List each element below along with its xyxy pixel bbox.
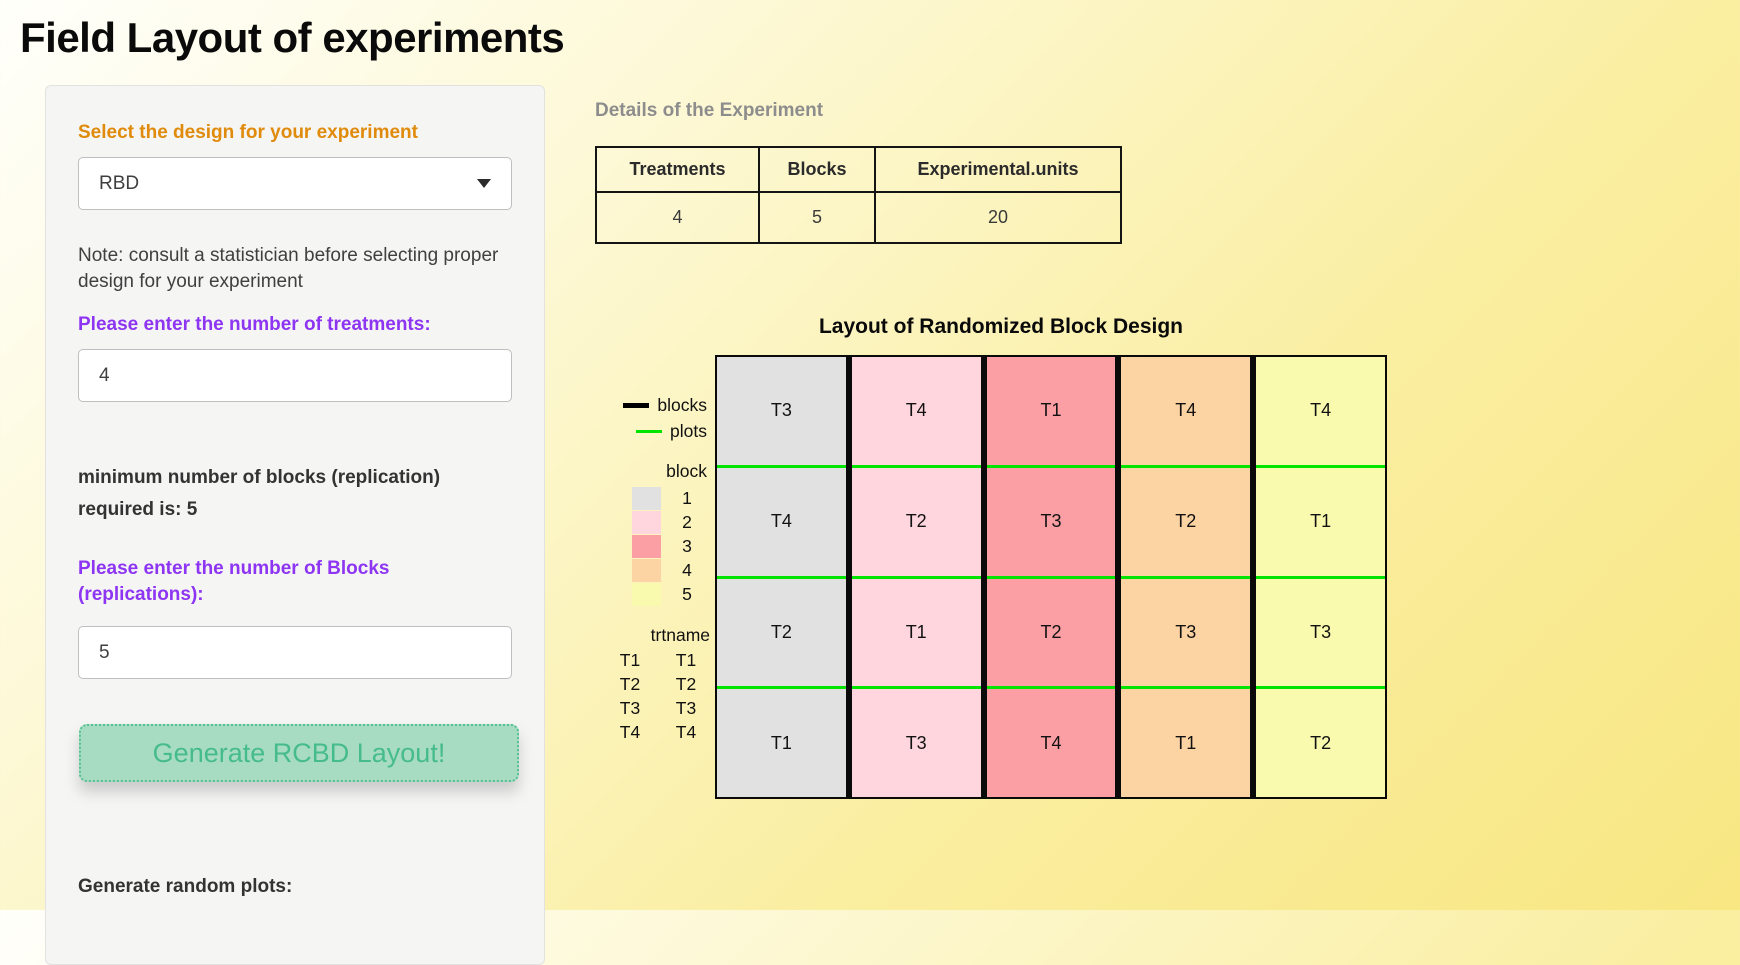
plot-cell: T2 — [1256, 686, 1385, 797]
generate-layout-button[interactable]: Generate RCBD Layout! — [79, 724, 519, 782]
block-color-swatch-icon — [632, 534, 661, 558]
legend-block-id: 5 — [682, 583, 692, 604]
legend-trt-item: T3 T3 — [613, 698, 703, 722]
chevron-down-icon — [477, 179, 491, 188]
legend-blocks-item: blocks — [596, 392, 707, 418]
plot-title: Layout of Randomized Block Design — [818, 315, 1184, 338]
plot-cell: T3 — [851, 686, 981, 797]
legend-lines: blocks plots — [596, 392, 707, 444]
blocks-line-icon — [623, 402, 650, 408]
legend-plots-item: plots — [596, 418, 707, 444]
plot-cell: T2 — [986, 575, 1116, 687]
design-note: Note: consult a statistician before sele… — [78, 245, 499, 292]
random-plots-label: Generate random plots: — [78, 876, 293, 897]
legend-plots-label: plots — [670, 420, 707, 441]
block-color-swatch-icon — [632, 558, 661, 582]
plot-cell: T3 — [1256, 575, 1385, 687]
legend-trt-label: T2 — [619, 674, 641, 694]
legend-block-list: 1 2 3 4 5 — [596, 486, 707, 606]
details-table-header: Treatments — [595, 146, 760, 193]
legend-block-id: 2 — [682, 511, 692, 532]
legend-block-id: 4 — [682, 559, 692, 580]
treatments-label: Please enter the number of treatments: — [78, 314, 431, 335]
plot-cell: T4 — [905, 400, 927, 421]
legend-block-item: 4 — [596, 558, 707, 582]
details-table-header: Blocks — [758, 146, 876, 193]
page-title: Field Layout of experiments — [20, 14, 565, 61]
plots-line-icon — [636, 429, 663, 433]
legend-trt-label: T1 — [675, 650, 697, 670]
treatments-input[interactable] — [78, 349, 512, 402]
plot-cell: T3 — [1121, 575, 1251, 687]
plot-cell: T1 — [851, 575, 981, 687]
legend-block-id: 1 — [682, 487, 692, 508]
block-color-swatch-icon — [632, 510, 661, 534]
plot-cell: T3 — [770, 400, 792, 421]
sidebar-panel — [45, 85, 545, 965]
details-table-value: 20 — [874, 191, 1122, 244]
plot-cell: T1 — [1256, 464, 1385, 576]
plot-cell: T4 — [1310, 400, 1332, 421]
plot-cell: T1 — [1121, 686, 1251, 797]
plot-cell: T4 — [717, 464, 846, 576]
details-table-header: Experimental.units — [874, 146, 1122, 193]
legend-trt-label: T1 — [619, 650, 641, 670]
legend-block-item: 5 — [596, 582, 707, 606]
details-table-value: 4 — [595, 191, 760, 244]
plot-cell: T2 — [851, 464, 981, 576]
blocks-label: Please enter the number of Blocks (repli… — [78, 558, 390, 605]
legend-trt-item: T1 T1 — [613, 650, 703, 674]
legend-trt-label: T4 — [619, 722, 641, 742]
blocks-input[interactable] — [78, 626, 512, 679]
legend-trt-label: T4 — [675, 722, 697, 742]
legend-block-header: block — [666, 461, 707, 481]
legend-blocks-label: blocks — [657, 394, 707, 415]
legend-trt-label: T2 — [675, 674, 697, 694]
plot-cell: T2 — [717, 575, 846, 687]
legend-block-item: 1 — [596, 486, 707, 510]
plot-cell: T2 — [1121, 464, 1251, 576]
legend-trt-label: T3 — [675, 698, 697, 718]
legend-trt-item: T2 T2 — [613, 674, 703, 698]
design-select-value: RBD — [99, 172, 140, 194]
legend-trt-item: T4 T4 — [613, 722, 703, 746]
legend-trt-label: T3 — [619, 698, 641, 718]
plot-cell: T4 — [986, 686, 1116, 797]
legend-block-item: 3 — [596, 534, 707, 558]
legend-block-id: 3 — [682, 535, 692, 556]
legend-trt-header: trtname — [650, 625, 710, 645]
details-heading: Details of the Experiment — [595, 100, 824, 121]
block-color-swatch-icon — [632, 582, 661, 606]
legend-block-item: 2 — [596, 510, 707, 534]
design-select[interactable]: RBD — [78, 157, 512, 210]
design-select-label: Select the design for your experiment — [78, 122, 418, 143]
plot-cell: T1 — [717, 686, 846, 797]
details-table-value: 5 — [758, 191, 876, 244]
plot-cell: T3 — [986, 464, 1116, 576]
plot-cell: T4 — [1175, 400, 1197, 421]
block-color-swatch-icon — [632, 486, 661, 510]
plot-cell: T1 — [1040, 400, 1062, 421]
min-blocks-text: minimum number of blocks (replication) r… — [78, 467, 441, 520]
